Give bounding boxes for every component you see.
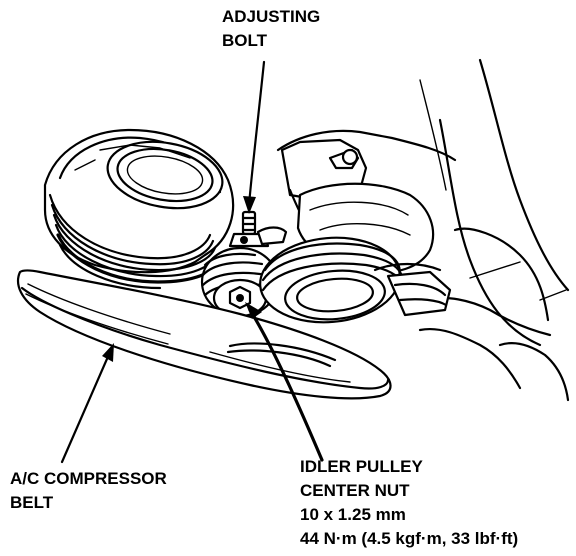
label-ac-compressor-belt: A/C COMPRESSOR BELT	[10, 469, 172, 512]
adjusting-bolt	[228, 210, 288, 248]
ac-compressor-belt	[16, 269, 392, 400]
ac-compressor-pulley	[259, 236, 452, 324]
label-adjusting-bolt: ADJUSTING BOLT	[222, 7, 325, 50]
leader-adjusting-bolt	[243, 60, 266, 214]
leader-idler-nut	[245, 302, 324, 462]
label-idler-pulley-nut: IDLER PULLEY CENTER NUT 10 x 1.25 mm 44 …	[300, 457, 518, 548]
leader-belt	[60, 343, 114, 464]
